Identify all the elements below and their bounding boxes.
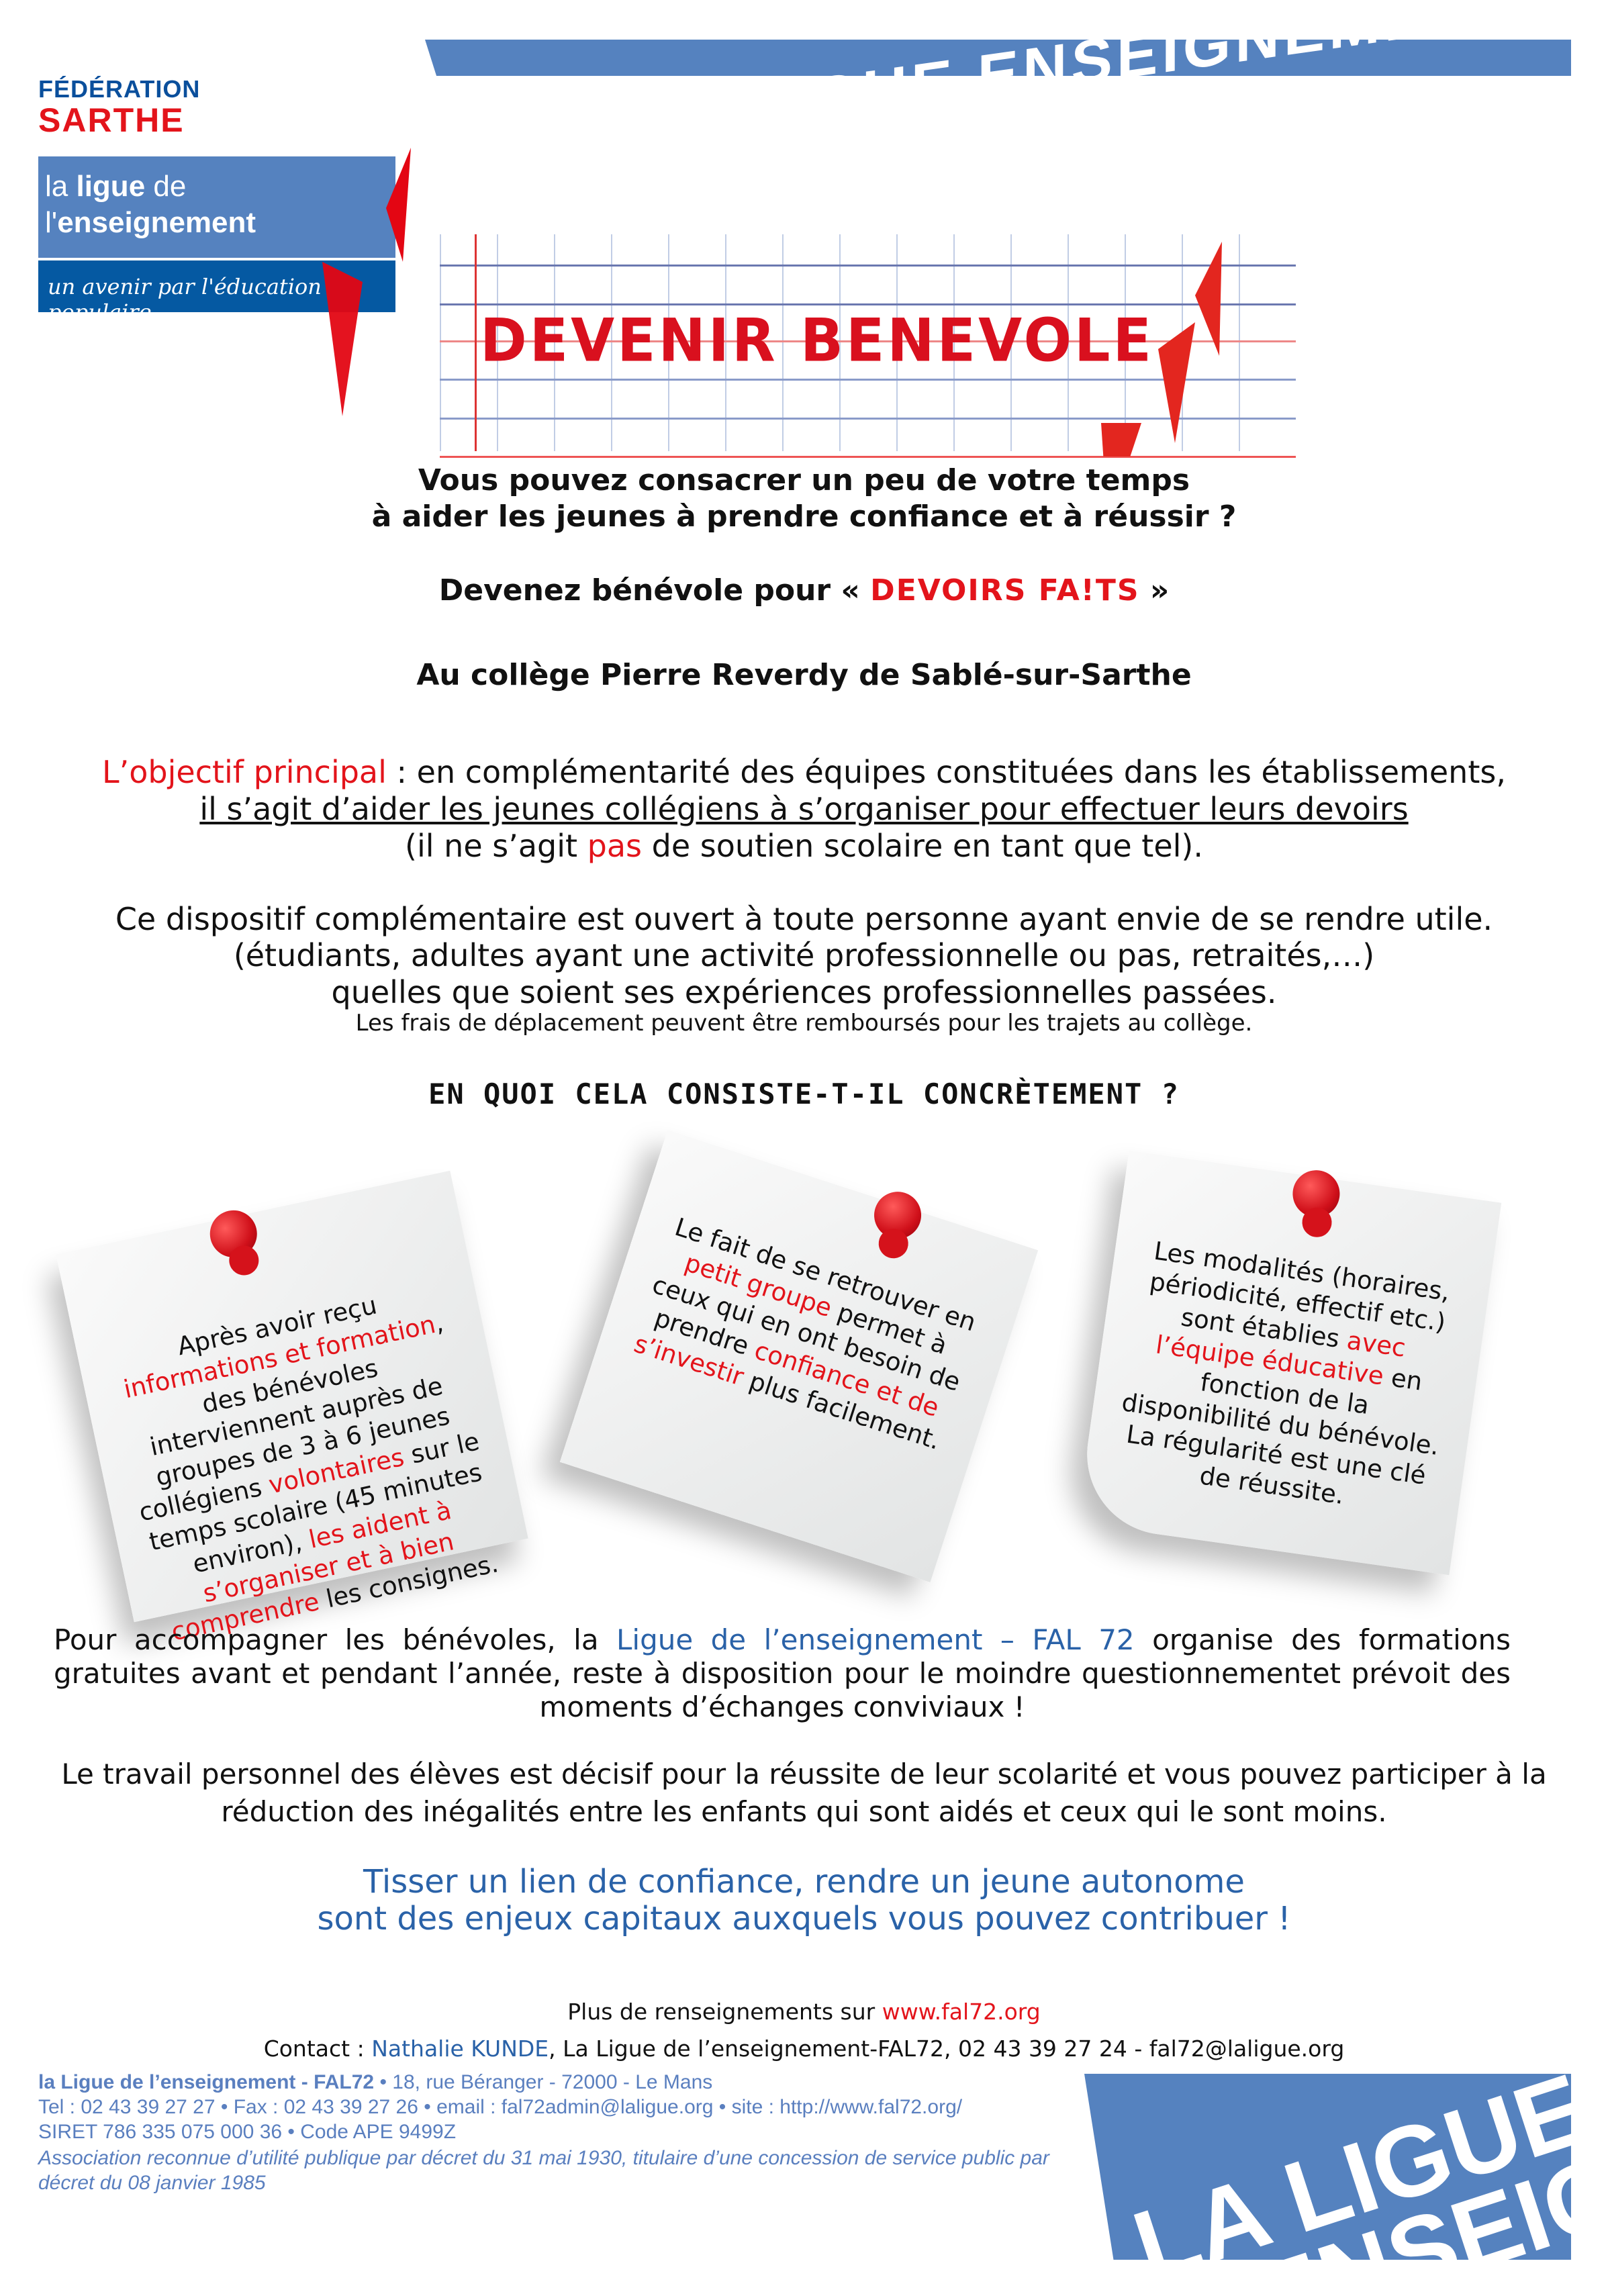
ligue-footer-logo: LA LIGUE L’ENSEIG: [1084, 2074, 1571, 2260]
red-arrow-icon: [322, 148, 411, 416]
accompagner-paragraph: Pour accompagner les bénévoles, la Ligue…: [54, 1623, 1511, 1724]
text: : en complémentarité des équipes constit…: [386, 754, 1506, 790]
text: Pour accompagner les bénévoles, la: [54, 1623, 617, 1656]
contact-name: Nathalie KUNDE: [371, 2036, 549, 2062]
objective-line-3: (il ne s’agit pas de soutien scolaire en…: [0, 828, 1608, 865]
footer-assoc-2: décret du 08 janvier 1985: [38, 2172, 266, 2194]
dispositif-line-2: (étudiants, adultes ayant une activité p…: [233, 937, 1375, 973]
section-heading: EN QUOI CELA CONSISTE-T-IL CONCRÈTEMENT …: [428, 1078, 1180, 1110]
text: »: [1139, 573, 1170, 608]
logo-text: la: [45, 170, 77, 203]
logo-text: l': [45, 206, 58, 239]
intro-line-2: à aider les jeunes à prendre confiance e…: [371, 499, 1237, 534]
objective-line-1: L’objectif principal : en complémentarit…: [0, 754, 1608, 791]
footer-org: la Ligue de l’enseignement - FAL72: [38, 2071, 375, 2093]
dispositif-line-3: quelles que soient ses expériences profe…: [331, 974, 1277, 1010]
federation-label: FÉDÉRATION: [38, 75, 201, 103]
footer-address: la Ligue de l’enseignement - FAL72 • 18,…: [38, 2070, 712, 2095]
text: Plus de renseignements sur: [567, 1999, 882, 2025]
text: Devenez bénévole pour «: [438, 573, 871, 608]
top-banner-text: LIGUE ENSEIGNEMENT: [747, 40, 1520, 76]
dispositif-line-1: Ce dispositif complémentaire est ouvert …: [115, 901, 1493, 937]
text: Contact :: [263, 2036, 372, 2062]
website-link[interactable]: www.fal72.org: [882, 1999, 1041, 2025]
text: , La Ligue de l’enseignement-FAL72, 02 4…: [549, 2036, 1345, 2062]
ligue-logo: la ligue de l'enseignement: [38, 156, 395, 258]
footer-siret: SIRET 786 335 075 000 36 • Code APE 9499…: [38, 2121, 457, 2143]
text: (il ne s’agit: [405, 828, 587, 864]
sarthe-label: SARTHE: [38, 101, 185, 139]
footer-assoc-1: Association reconnue d’utilité publique …: [38, 2147, 1049, 2169]
notebook-grid: [440, 234, 1296, 458]
page-title: DEVENIR BENEVOLE: [480, 305, 1154, 375]
text: de soutien scolaire en tant que tel).: [642, 828, 1203, 864]
college-line: Au collège Pierre Reverdy de Sablé-sur-S…: [416, 658, 1192, 692]
objective-underlined: il s’agit d’aider les jeunes collégiens …: [199, 791, 1409, 827]
intro-line-1: Vous pouvez consacrer un peu de votre te…: [418, 463, 1190, 497]
red-arrow-icon: [1101, 242, 1222, 457]
pushpin-icon: [205, 1206, 262, 1262]
logo-text: de: [145, 170, 187, 203]
logo-text: enseignement: [57, 206, 256, 239]
ligue-fal72-link[interactable]: Ligue de l’enseignement – FAL 72: [616, 1623, 1135, 1656]
more-info-line: Plus de renseignements sur www.fal72.org: [0, 1999, 1608, 2025]
logo-text: ligue: [76, 170, 146, 203]
sticky-note-3: Les modalités (horaires, périodicité, ef…: [1076, 1150, 1502, 1576]
footer-tel: Tel : 02 43 39 27 27 • Fax : 02 43 39 27…: [38, 2096, 963, 2118]
devenez-line: Devenez bénévole pour « DEVOIRS FA!TS »: [0, 572, 1608, 609]
sticky-note-1: Après avoir reçu informations et formati…: [56, 1170, 528, 1646]
travail-paragraph: Le travail personnel des élèves est déci…: [61, 1758, 1547, 1828]
tisser-line-2: sont des enjeux capitaux auxquels vous p…: [317, 1900, 1291, 1938]
tisser-line-1: Tisser un lien de confiance, rendre un j…: [363, 1863, 1245, 1901]
devoirs-faits-label: DEVOIRS FA!TS: [870, 573, 1140, 608]
pushpin-icon: [1289, 1167, 1343, 1221]
pas-emphasis: pas: [587, 828, 643, 864]
text: organise des formations gratuites avant …: [54, 1623, 1511, 1723]
top-banner: LIGUE ENSEIGNEMENT: [425, 40, 1571, 76]
pushpin-icon: [867, 1186, 928, 1245]
objective-line-2: il s’agit d’aider les jeunes collégiens …: [0, 791, 1608, 828]
text: • 18, rue Béranger - 72000 - Le Mans: [374, 2071, 713, 2093]
sticky-note-2: Le fait de se retrouver en petit groupe …: [559, 1130, 1039, 1582]
dispositif-line-4: Les frais de déplacement peuvent être re…: [355, 1010, 1253, 1037]
objective-label: L’objectif principal: [102, 754, 387, 790]
contact-line: Contact : Nathalie KUNDE, La Ligue de l’…: [0, 2036, 1608, 2062]
